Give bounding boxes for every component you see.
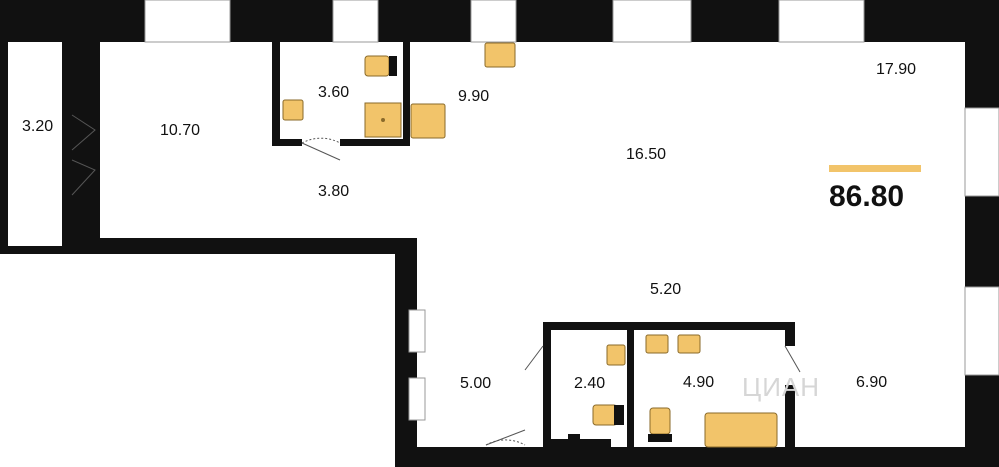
toilet-icon [364, 55, 390, 77]
watermark: ЦИАН [742, 372, 821, 402]
window [408, 309, 426, 353]
door [301, 142, 341, 161]
room-label-bathroom-small: 3.60 [318, 84, 350, 101]
window [964, 286, 999, 376]
window [778, 0, 865, 43]
room-label-hall-upper: 3.80 [318, 183, 350, 200]
room-label-hall-lower: 5.00 [460, 375, 492, 392]
toilet-tank [389, 56, 397, 76]
door [71, 159, 96, 196]
room-label-bathroom: 4.90 [683, 374, 715, 391]
sink-icon [645, 334, 669, 354]
sink-icon [606, 344, 626, 366]
door [301, 137, 341, 144]
room-label-kitchen: 9.90 [458, 88, 490, 105]
room-label-living: 16.50 [626, 146, 667, 163]
stove-icon [410, 103, 446, 139]
window [408, 377, 426, 421]
door [71, 114, 96, 151]
toilet-tank [648, 434, 672, 442]
windows [144, 0, 999, 421]
room-label-right: 17.90 [876, 61, 917, 78]
room-label-lower-right: 6.90 [856, 374, 888, 391]
door [524, 345, 544, 371]
bathtub-icon [704, 412, 778, 448]
door [485, 429, 526, 446]
window [332, 0, 379, 43]
room-label-corridor: 5.20 [650, 281, 682, 298]
door [784, 345, 801, 373]
sink-icon [484, 42, 516, 68]
doors [71, 114, 801, 446]
window [612, 0, 692, 43]
sink-icon [282, 99, 304, 121]
window [470, 0, 517, 43]
window [964, 107, 999, 197]
toilet-icon [592, 404, 618, 426]
total-area: 86.80 [829, 180, 905, 213]
room-label-toilet: 2.40 [574, 375, 606, 392]
fixtures [282, 42, 778, 448]
room-label-balcony: 3.20 [22, 118, 54, 135]
toilet-tank [614, 405, 624, 425]
window [144, 0, 231, 43]
room-label-bedroom: 10.70 [160, 122, 201, 139]
toilet-icon [649, 407, 671, 435]
sink-icon [677, 334, 701, 354]
accent-bar [829, 165, 921, 172]
door [485, 439, 526, 446]
